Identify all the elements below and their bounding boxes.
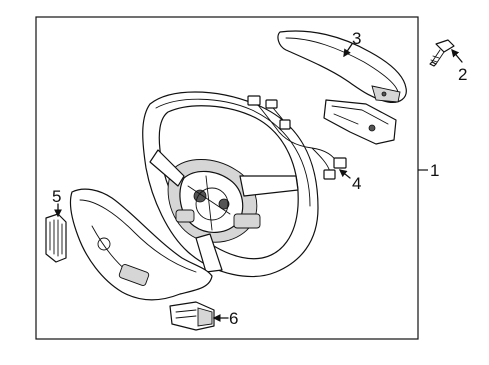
callout-3: 3 [352,29,362,48]
callout-5: 5 [52,187,62,206]
part-4-wiring-harness [247,95,397,180]
callout-6: 6 [229,309,239,328]
steering-wheel [142,91,319,278]
leader-4 [338,169,351,179]
assembly-frame [35,16,419,340]
part-3-trim-cover [277,30,407,103]
callout-1: 1 [430,161,440,180]
lower-cover [69,188,213,301]
part-5-paddle-switch [45,213,67,263]
leader-2 [451,49,463,63]
part-2-bolt [429,39,455,67]
part-6-switch [169,301,215,331]
leader-3 [343,43,353,58]
callout-4: 4 [352,174,362,193]
callout-2: 2 [458,65,468,84]
